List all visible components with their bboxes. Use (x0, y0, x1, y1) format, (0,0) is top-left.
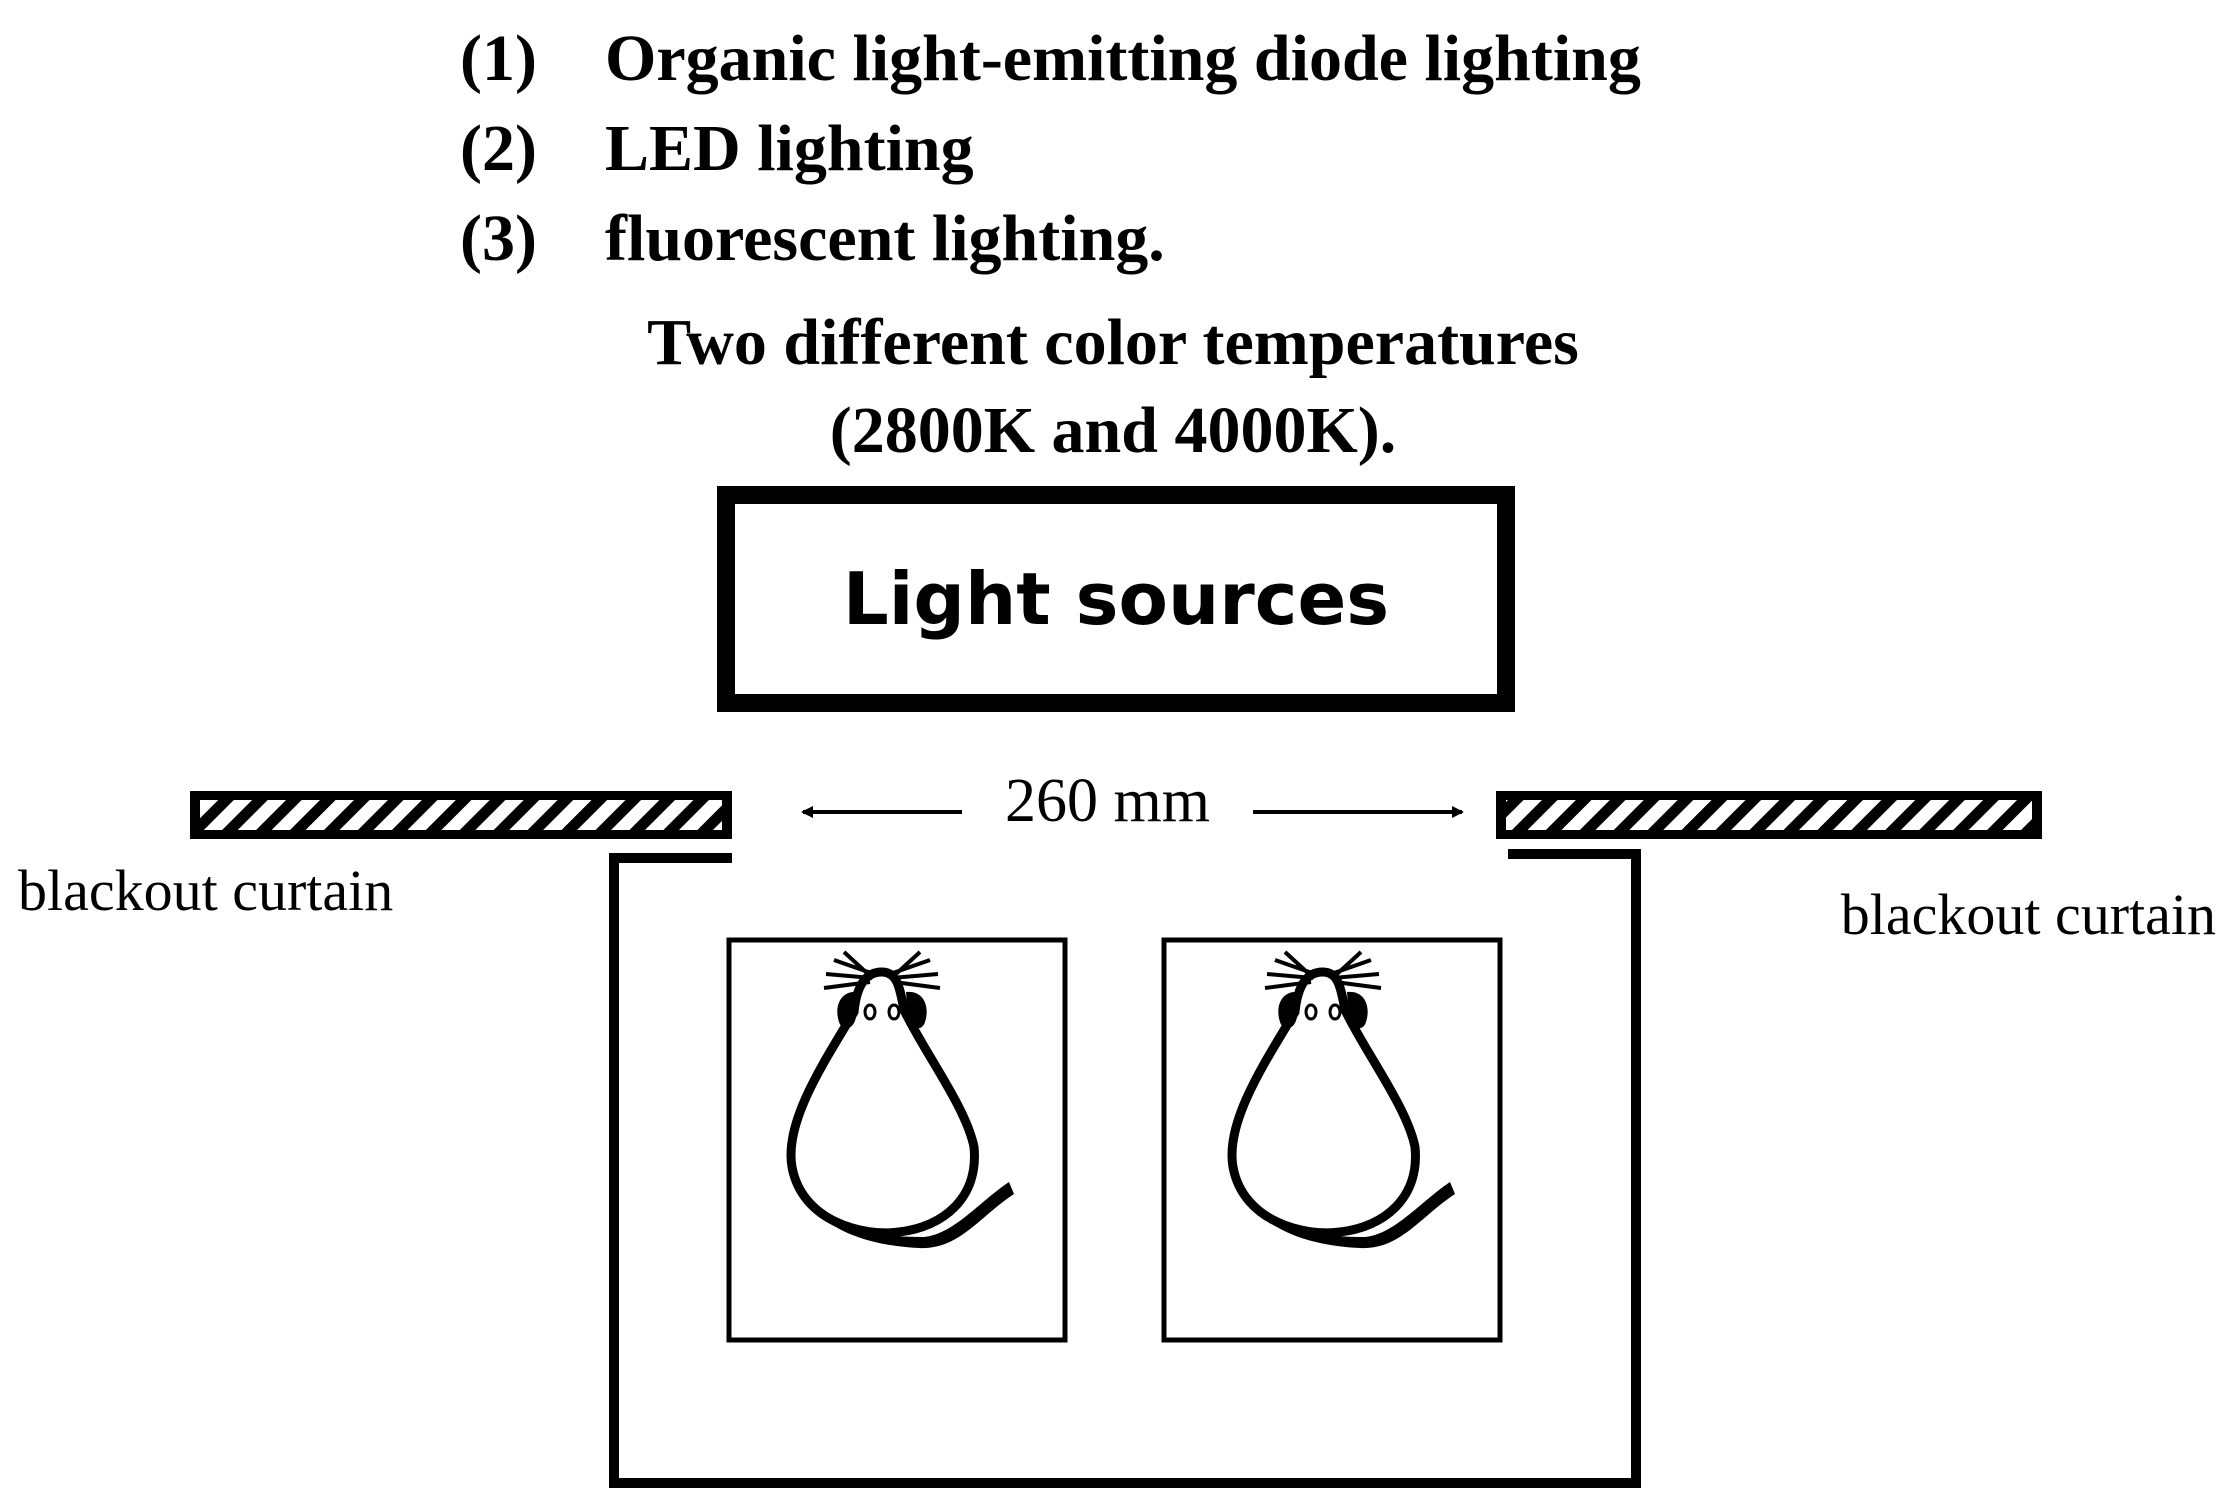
lighting-item-1-number: (1) (460, 22, 537, 95)
mouse-icon (786, 950, 1014, 1249)
light-sources-label: Light sources (842, 557, 1390, 641)
color-temperature-line2: (2800K and 4000K). (829, 394, 1397, 467)
chamber-enclosure (609, 849, 1641, 1488)
distance-label: 260 mm (1005, 767, 1210, 835)
color-temperature-line1: Two different color temperatures (647, 306, 1579, 379)
lighting-item-2: (2)LED lighting (460, 116, 974, 182)
lighting-item-1: (1)Organic light-emitting diode lighting (460, 26, 1641, 92)
lighting-item-2-number: (2) (460, 112, 537, 185)
lighting-item-3-number: (3) (460, 202, 537, 275)
lighting-item-3: (3)fluorescent lighting. (460, 206, 1165, 272)
blackout-curtain-left (190, 791, 732, 839)
mouse-icon (1227, 950, 1455, 1249)
lighting-item-2-label: LED lighting (605, 112, 974, 185)
lighting-item-3-label: fluorescent lighting. (605, 202, 1165, 275)
blackout-curtain-right-label: blackout curtain (1840, 882, 2216, 947)
blackout-curtain-left-label: blackout curtain (18, 858, 394, 923)
light-source-box (717, 486, 1515, 712)
lighting-item-1-label: Organic light-emitting diode lighting (605, 22, 1641, 95)
blackout-curtain-right (1496, 791, 2042, 839)
